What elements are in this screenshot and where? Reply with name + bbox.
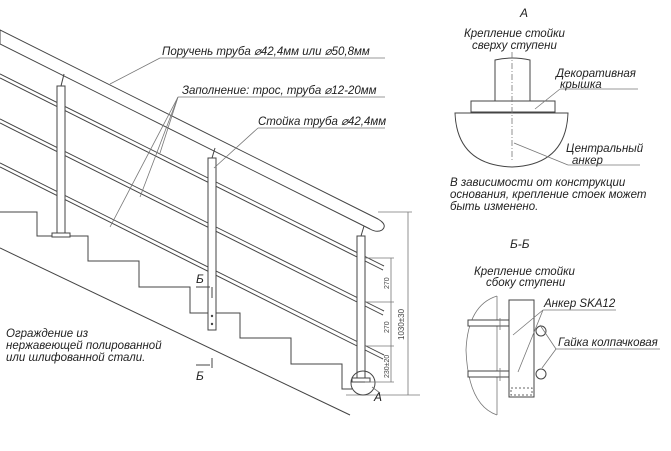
anchor-ska12-label: Анкер SKA12 [543,298,616,310]
posts [51,73,376,396]
detail-a-drawing [454,52,640,168]
section-mark-bottom: Б [196,369,204,383]
section-bb-caption-1: Крепление стойки [474,266,576,278]
section-bb-caption-2: сбоку ступени [486,277,566,289]
section-bb-drawing [465,295,660,416]
handrail-label: Поручень труба ⌀42,4мм или ⌀50,8мм [162,46,370,58]
anchor-label-2: анкер [572,155,604,167]
post-label: Стойка труба ⌀42,4мм [258,116,386,128]
material-note-3: или шлифованной стали. [6,352,145,364]
leader-lines [109,57,385,394]
detail-a-note-3: быть изменено. [450,201,538,213]
material-note-2: нержавеющей полированной [6,340,162,352]
detail-a-note-1: В зависимости от конструкции [450,177,626,189]
dim-total: 1030±30 [397,308,406,340]
detail-a-note-2: основания, крепление стоек может [450,189,647,201]
detail-a-caption-1: Крепление стойки [464,28,566,40]
cap-label-1: Декоративная [554,68,636,80]
cap-nut-label: Гайка колпачковая [558,337,658,349]
detail-a-caption-2: сверху ступени [472,40,557,52]
material-note-1: Ограждение из [6,328,89,340]
section-mark-top: Б [196,272,204,286]
cap-label-2: крышка [560,79,602,91]
dim-spacing-1: 270 [384,277,391,289]
section-bb-title: Б-Б [510,237,530,251]
dim-spacing-2: 270 [384,321,391,333]
dim-bottom: 230±20 [384,355,391,378]
detail-a-title: А [519,6,528,20]
dimension-lines [365,211,412,395]
infill-label: Заполнение: трос, труба ⌀12-20мм [182,85,377,97]
handrail [0,29,385,232]
anchor-label-1: Центральный [566,143,644,155]
section-marks [196,286,213,368]
detail-mark-a: А [373,390,382,404]
